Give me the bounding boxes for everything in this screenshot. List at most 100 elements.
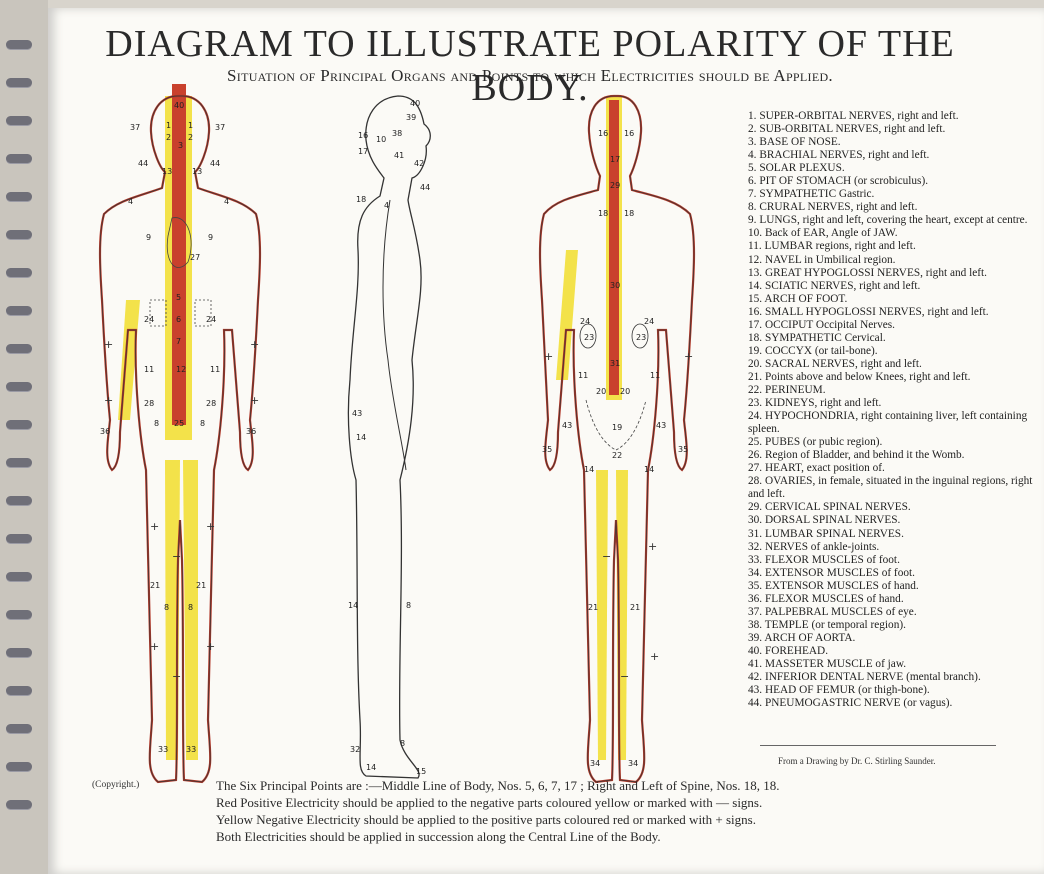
legend-text: PERINEUM. bbox=[765, 384, 826, 396]
legend-text: MASSETER MUSCLE of jaw. bbox=[765, 658, 906, 670]
legend-num: 38. bbox=[748, 619, 762, 631]
back-label: 30 bbox=[610, 281, 620, 290]
front-label: 9 bbox=[146, 233, 151, 242]
legend-text: HEAD OF FEMUR (or thigh-bone). bbox=[765, 684, 930, 696]
legend-num: 39. bbox=[748, 632, 762, 644]
legend-item: 26. Region of Bladder, and behind it the… bbox=[748, 449, 1044, 462]
side-label: 18 bbox=[356, 195, 366, 204]
legend-text: SYMPATHETIC Gastric. bbox=[759, 188, 874, 200]
back-label: 21 bbox=[630, 603, 640, 612]
front-label: 21 bbox=[196, 581, 206, 590]
side-label: 32 bbox=[350, 745, 360, 754]
legend-num: 8. bbox=[748, 201, 756, 213]
plus-mark: + bbox=[150, 640, 159, 653]
legend-text: SUB-ORBITAL NERVES, right and left. bbox=[759, 123, 945, 135]
plus-mark: + bbox=[150, 520, 159, 533]
legend-item: 28. OVARIES, in female, situated in the … bbox=[748, 475, 1044, 501]
front-label: 1 bbox=[166, 121, 171, 130]
side-label: 16 bbox=[358, 131, 368, 140]
front-label: 2 bbox=[188, 133, 193, 142]
legend-text: GREAT HYPOGLOSSI NERVES, right and left. bbox=[765, 267, 987, 279]
front-label: 33 bbox=[186, 745, 196, 754]
legend-num: 22. bbox=[748, 384, 762, 396]
front-label: 1 bbox=[188, 121, 193, 130]
legend-item: 20. SACRAL NERVES, right and left. bbox=[748, 358, 1044, 371]
legend-num: 6. bbox=[748, 175, 756, 187]
legend-num: 10. bbox=[748, 227, 762, 239]
side-label: 4 bbox=[384, 201, 389, 210]
drawing-credit: From a Drawing by Dr. C. Stirling Saunde… bbox=[778, 756, 936, 766]
back-label: 19 bbox=[612, 423, 622, 432]
legend-item: 30. DORSAL SPINAL NERVES. bbox=[748, 514, 1044, 527]
legend-item: 44. PNEUMOGASTRIC NERVE (or vagus). bbox=[748, 697, 1044, 710]
central-line-note: Both Electricities should be applied in … bbox=[216, 829, 661, 845]
legend-text: OCCIPUT Occipital Nerves. bbox=[765, 319, 895, 331]
side-label: 10 bbox=[376, 135, 386, 144]
minus-mark: − bbox=[172, 670, 181, 683]
legend-text: CRURAL NERVES, right and left. bbox=[759, 201, 917, 213]
principal-points-note: The Six Principal Points are :—Middle Li… bbox=[216, 778, 780, 794]
legend-num: 20. bbox=[748, 358, 762, 370]
plus-mark: + bbox=[650, 650, 659, 663]
legend-num: 37. bbox=[748, 606, 762, 618]
legend-item: 39. ARCH OF AORTA. bbox=[748, 632, 1044, 645]
front-label: 6 bbox=[176, 315, 181, 324]
side-label: 14 bbox=[348, 601, 358, 610]
legend-num: 34. bbox=[748, 567, 762, 579]
legend-num: 31. bbox=[748, 528, 762, 540]
legend-num: 44. bbox=[748, 697, 762, 709]
front-label: 24 bbox=[206, 315, 216, 324]
legend-num: 33. bbox=[748, 554, 762, 566]
front-label: 9 bbox=[208, 233, 213, 242]
legend-item: 21. Points above and below Knees, right … bbox=[748, 371, 1044, 384]
side-label: 15 bbox=[416, 767, 426, 776]
back-label: 23 bbox=[584, 333, 594, 342]
legend-item: 35. EXTENSOR MUSCLES of hand. bbox=[748, 580, 1044, 593]
legend-num: 27. bbox=[748, 462, 762, 474]
front-label: 8 bbox=[164, 603, 169, 612]
legend-text: NERVES of ankle-joints. bbox=[765, 541, 879, 553]
legend-num: 42. bbox=[748, 671, 762, 683]
legend-text: SACRAL NERVES, right and left. bbox=[765, 358, 922, 370]
legend-text: PNEUMOGASTRIC NERVE (or vagus). bbox=[765, 697, 952, 709]
back-label: 34 bbox=[590, 759, 600, 768]
side-label: 38 bbox=[392, 129, 402, 138]
legend-item: 24. HYPOCHONDRIA, right containing liver… bbox=[748, 410, 1044, 436]
legend-num: 2. bbox=[748, 123, 756, 135]
legend-num: 32. bbox=[748, 541, 762, 553]
legend-num: 17. bbox=[748, 319, 762, 331]
legend-item: 36. FLEXOR MUSCLES of hand. bbox=[748, 593, 1044, 606]
legend-num: 23. bbox=[748, 397, 762, 409]
back-label: 23 bbox=[636, 333, 646, 342]
legend-item: 8. CRURAL NERVES, right and left. bbox=[748, 201, 1044, 214]
side-label: 8 bbox=[400, 739, 405, 748]
back-label: 43 bbox=[656, 421, 666, 430]
legend-item: 19. COCCYX (or tail-bone). bbox=[748, 345, 1044, 358]
plus-mark: + bbox=[104, 338, 113, 351]
legend-text: Region of Bladder, and behind it the Wom… bbox=[765, 449, 965, 461]
side-label: 42 bbox=[414, 159, 424, 168]
legend-text: HEART, exact position of. bbox=[765, 462, 885, 474]
side-label: 39 bbox=[406, 113, 416, 122]
legend-item: 38. TEMPLE (or temporal region). bbox=[748, 619, 1044, 632]
legend-num: 14. bbox=[748, 280, 762, 292]
legend-item: 31. LUMBAR SPINAL NERVES. bbox=[748, 528, 1044, 541]
plus-mark: + bbox=[250, 394, 259, 407]
plus-mark: + bbox=[684, 350, 693, 363]
back-figure bbox=[540, 96, 694, 782]
plus-mark: + bbox=[104, 394, 113, 407]
legend-item: 40. FOREHEAD. bbox=[748, 645, 1044, 658]
front-label: 5 bbox=[176, 293, 181, 302]
legend-text: FLEXOR MUSCLES of foot. bbox=[765, 554, 900, 566]
back-label: 20 bbox=[620, 387, 630, 396]
front-label: 8 bbox=[200, 419, 205, 428]
legend-num: 28. bbox=[748, 475, 762, 487]
back-label: 16 bbox=[624, 129, 634, 138]
legend-item: 14. SCIATIC NERVES, right and left. bbox=[748, 280, 1044, 293]
back-label: 18 bbox=[624, 209, 634, 218]
front-label: 13 bbox=[192, 167, 202, 176]
copyright-note: (Copyright.) bbox=[92, 780, 139, 790]
legend-num: 3. bbox=[748, 136, 756, 148]
legend-num: 29. bbox=[748, 501, 762, 513]
